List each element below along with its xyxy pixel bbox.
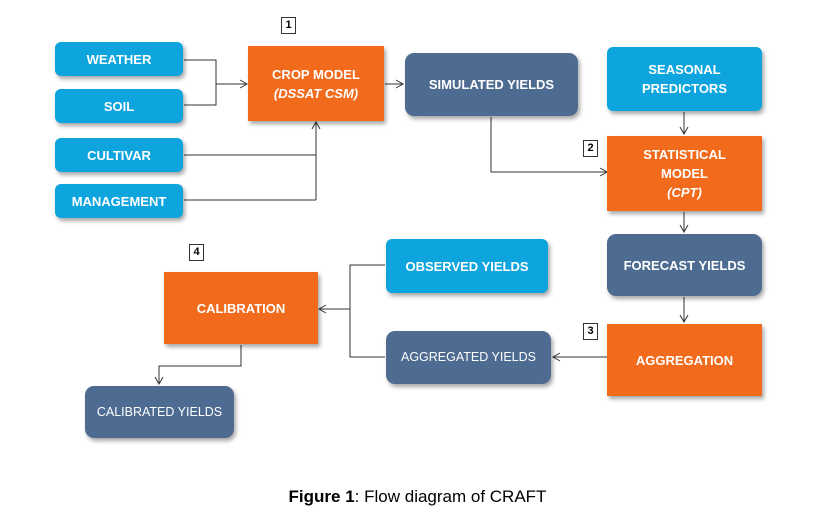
- forecast-yields-box: FORECAST YIELDS: [607, 234, 762, 296]
- weather-box: WEATHER: [55, 42, 183, 76]
- forecast-yields-label: FORECAST YIELDS: [623, 257, 746, 273]
- statistical-model-sublabel: (CPT): [667, 185, 702, 200]
- calibrated-yields-box: CALIBRATED YIELDS: [85, 386, 234, 438]
- simulated-yields-box: SIMULATED YIELDS: [405, 53, 578, 116]
- figure-caption: Figure 1: Flow diagram of CRAFT: [0, 487, 835, 507]
- calibration-label: CALIBRATION: [196, 300, 286, 316]
- step-number-1: 1: [281, 17, 296, 34]
- step-number-2: 2: [583, 140, 598, 157]
- calibrated-yields-label: CALIBRATED YIELDS: [96, 404, 223, 419]
- calibration-to-calibrated-arrow: [154, 345, 242, 386]
- soil-label: SOIL: [103, 98, 135, 114]
- statistical-model-box: STATISTICAL MODEL (CPT): [607, 136, 762, 211]
- cultivar-box: CULTIVAR: [55, 138, 183, 172]
- statistical-model-label-line1: STATISTICAL: [643, 147, 726, 162]
- seasonal-predictors-box: SEASONAL PREDICTORS: [607, 47, 762, 111]
- crop-model-box: CROP MODEL (DSSAT CSM): [248, 46, 384, 121]
- observed-yields-box: OBSERVED YIELDS: [386, 239, 548, 293]
- weather-label: WEATHER: [86, 51, 152, 67]
- cultivar-label: CULTIVAR: [87, 147, 151, 163]
- step-number-3: 3: [583, 323, 598, 340]
- simulated-yields-label: SIMULATED YIELDS: [428, 77, 555, 92]
- crop-model-label: CROP MODEL: [272, 66, 360, 82]
- simulated-to-statistical-arrow: [490, 117, 609, 177]
- calibration-box: CALIBRATION: [164, 272, 318, 344]
- aggregated-yields-box: AGGREGATED YIELDS: [386, 331, 551, 384]
- figure-caption-text: : Flow diagram of CRAFT: [354, 487, 547, 506]
- management-box: MANAGEMENT: [55, 184, 183, 218]
- crop-model-sublabel: (DSSAT CSM): [273, 85, 359, 101]
- figure-caption-label: Figure 1: [288, 487, 355, 506]
- aggregation-box: AGGREGATION: [607, 324, 762, 396]
- seasonal-predictors-label-line1: SEASONAL: [648, 62, 721, 77]
- seasonal-predictors-label-line2: PREDICTORS: [642, 81, 727, 96]
- step-number-4: 4: [189, 244, 204, 261]
- soil-box: SOIL: [55, 89, 183, 123]
- observed-yields-connector: [349, 264, 385, 358]
- weather-connector: [184, 59, 217, 106]
- management-label: MANAGEMENT: [71, 193, 167, 209]
- statistical-model-label-line2: MODEL: [661, 166, 708, 181]
- aggregation-label: AGGREGATION: [635, 352, 734, 368]
- observed-yields-label: OBSERVED YIELDS: [405, 258, 529, 274]
- aggregated-yields-label: AGGREGATED YIELDS: [401, 350, 536, 364]
